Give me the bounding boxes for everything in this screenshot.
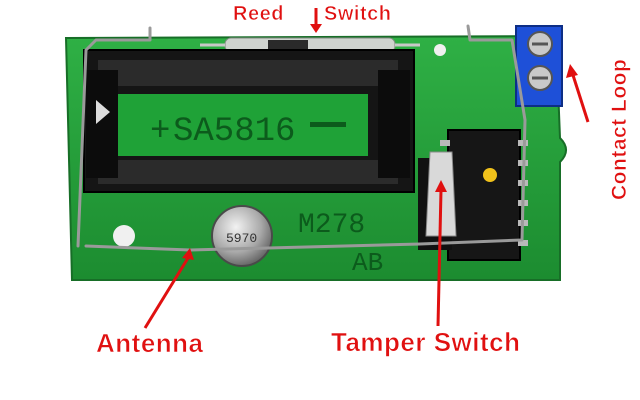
chip-silkscreen-text: SA5816 [173,113,295,151]
antenna-wire [76,24,527,252]
mounting-hole [434,44,446,56]
crystal-marking: 5970 [226,231,257,246]
tamper-arrow [435,180,447,327]
tamper-switch-label: Tamper Switch [331,327,521,358]
reed-label-right: Switch [324,3,392,26]
chip-silkscreen: + [150,113,170,151]
crystal-can: 5970 [211,205,273,267]
reed-arrow [310,8,322,33]
mounting-hole [113,225,135,247]
terminal-block [515,25,563,107]
antenna-label: Antenna [96,328,204,359]
antenna-arrow [143,248,194,329]
tamper-switch [418,151,457,250]
board-rev-silkscreen: AB [352,248,383,278]
reed-label-left: Reed [233,3,284,26]
ic-chip [440,129,528,261]
board-silkscreen: M278 [298,210,365,241]
minus-mark [310,122,346,127]
contact-arrow [566,64,590,123]
contact-loop-label: Contact Loop [608,58,632,200]
